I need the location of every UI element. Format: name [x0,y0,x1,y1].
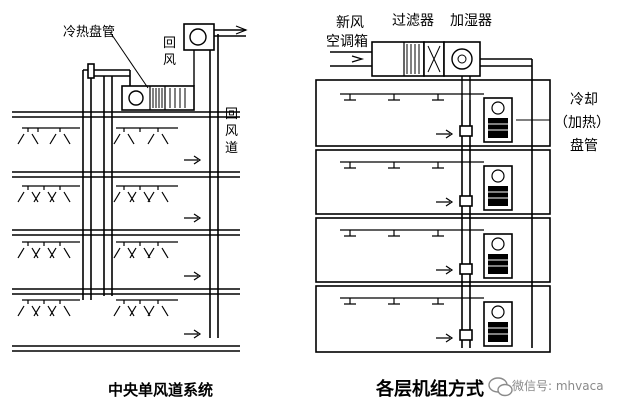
left-floor-slabs [12,111,240,352]
floor-unit-fan-icon [491,101,505,115]
label-coil-line2: （加热） [554,115,610,131]
label-return-air-2: 风 [163,53,176,68]
left-return-arrows [184,155,202,339]
floor-unit-fan-icon [491,237,505,251]
label-filter: 过滤器 [392,13,434,29]
label-return-duct-3: 道 [225,141,238,156]
supply-fan-icon [451,48,473,70]
left-panel-central-single-duct: 冷热盘管 回 风 回 风 道 中央单风道系统 [12,23,248,399]
label-humidifier: 加湿器 [450,13,492,29]
left-caption: 中央单风道系统 [108,381,213,399]
left-ahu-fan-icon [128,90,144,106]
floor-unit [483,97,513,143]
filter-hatch [406,44,420,74]
floor-unit [483,233,513,279]
right-caption: 各层机组方式 [375,378,484,400]
label-coil-line1: 冷却 [570,92,598,108]
label-coil-line3: 盘管 [570,137,598,154]
exhaust-arrow-icon [235,25,248,35]
right-floor-units [483,97,513,347]
left-diffusers-west [17,127,80,317]
label-return-air-1: 回 [163,36,176,51]
coil-hatch [152,88,186,108]
right-panel-per-floor-units: 新风 空调箱 过滤器 加湿器 冷却 （加热） 盘管 各层机组方式 [315,13,610,400]
left-diffusers-east [113,127,178,317]
floor-unit-fan-icon [491,305,505,319]
label-return-duct-1: 回 [225,107,238,122]
right-floor-boxes [315,79,551,353]
watermark: 微信号: mhvaca [488,377,604,397]
right-floor-ducts [340,93,484,305]
label-return-duct-2: 风 [225,124,238,139]
left-top-duct [83,63,131,88]
floor-unit [483,301,513,347]
right-return-arrows [436,129,454,343]
label-fresh-air: 新风 [336,15,364,31]
fresh-air-arrow-icon [351,55,365,63]
left-vertical-ducts [82,34,219,338]
label-coil: 冷热盘管 [63,24,115,40]
floor-unit [483,165,513,211]
left-ahu-unit [121,85,195,111]
coil-label-leader [109,31,149,89]
right-riser [459,59,533,348]
watermark-text: 微信号: mhvaca [512,379,604,393]
left-return-fan [183,23,248,86]
return-fan-icon [189,28,207,46]
floor-unit-fan-icon [491,169,505,183]
right-roof-ahu [330,41,532,100]
label-ahu: 空调箱 [326,34,368,50]
